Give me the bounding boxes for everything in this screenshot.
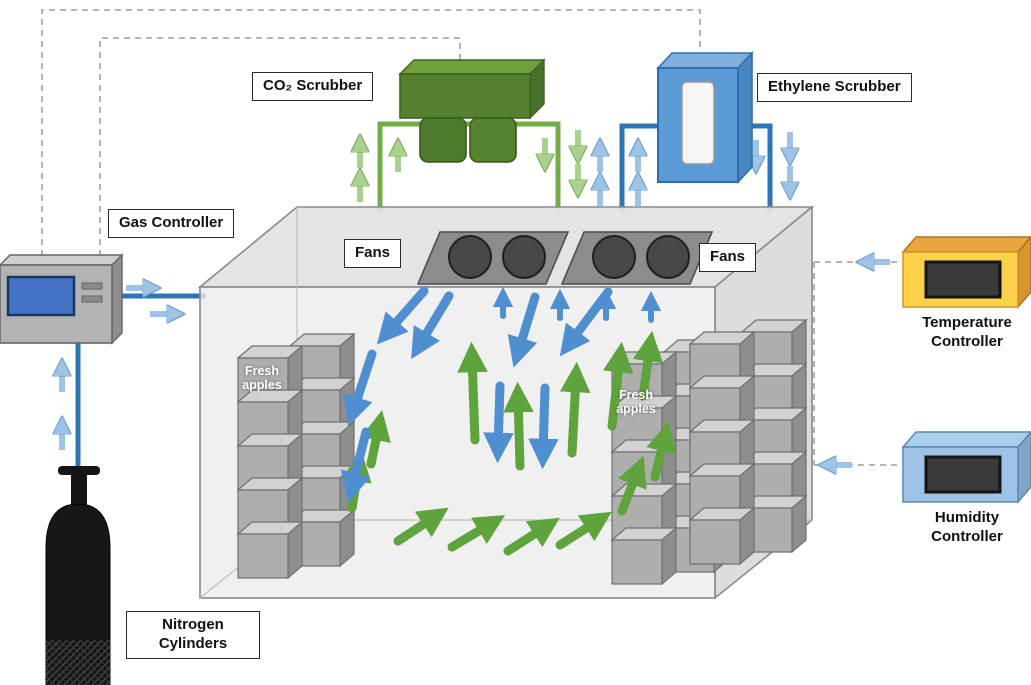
- co2-canister-right: [469, 117, 517, 163]
- cylinder-valve-stem: [71, 470, 87, 510]
- humidity-controller-label: Humidity Controller: [931, 509, 1003, 545]
- co2-canister-left: [419, 117, 467, 163]
- co2-scrubber-pipe: [377, 121, 561, 213]
- gas-controller-button: [81, 295, 103, 303]
- pipe-flow-arrows-green: [360, 130, 578, 202]
- temperature-controller-screen: [924, 260, 1002, 299]
- nitrogen-cylinder: [45, 466, 111, 685]
- co2-scrubber-device: [398, 58, 546, 163]
- control-line-inner: [99, 37, 461, 256]
- ethylene-scrubber-device: [656, 50, 754, 185]
- temperature-controller-device: [901, 235, 1031, 309]
- fan-unit-left: [416, 231, 570, 285]
- fan-blade: [502, 235, 546, 279]
- fans-label-left: Fans: [344, 239, 402, 268]
- cylinder-body: [45, 503, 111, 685]
- fan-blade: [592, 235, 636, 279]
- temperature-controller-label: Temperature Controller: [922, 314, 1012, 350]
- gas-controller-device: [0, 253, 124, 345]
- gas-controller-label: Gas Controller: [108, 209, 235, 238]
- airflow-arrows-blue-small: [492, 286, 662, 323]
- fan-unit-right: [560, 231, 714, 285]
- gas-controller-button: [81, 282, 103, 290]
- fan-blade: [646, 235, 690, 279]
- cylinder-base-texture: [46, 640, 110, 685]
- gas-controller-screen: [6, 275, 76, 317]
- nitrogen-cylinders-label: Nitrogen Cylinders: [126, 611, 260, 659]
- humidity-controller-screen: [924, 455, 1002, 494]
- humidity-controller-device: [901, 430, 1031, 504]
- pipe-flow-arrows-blue: [62, 132, 890, 465]
- fresh-apples-label-left: Fresh apples: [242, 364, 282, 393]
- control-line-outer: [41, 9, 701, 256]
- fans-label-right: Fans: [699, 243, 757, 272]
- cylinder-valve-handle: [58, 466, 100, 475]
- ethylene-scrubber-label: Ethylene Scrubber: [757, 73, 912, 102]
- co2-scrubber-label: CO₂ Scrubber: [252, 72, 374, 101]
- fan-blade: [448, 235, 492, 279]
- ethylene-filter-slot: [681, 81, 715, 165]
- crate-stack-far-right: [689, 319, 807, 565]
- airflow-arrows-blue: [340, 286, 613, 503]
- fresh-apples-label-right: Fresh apples: [616, 388, 656, 417]
